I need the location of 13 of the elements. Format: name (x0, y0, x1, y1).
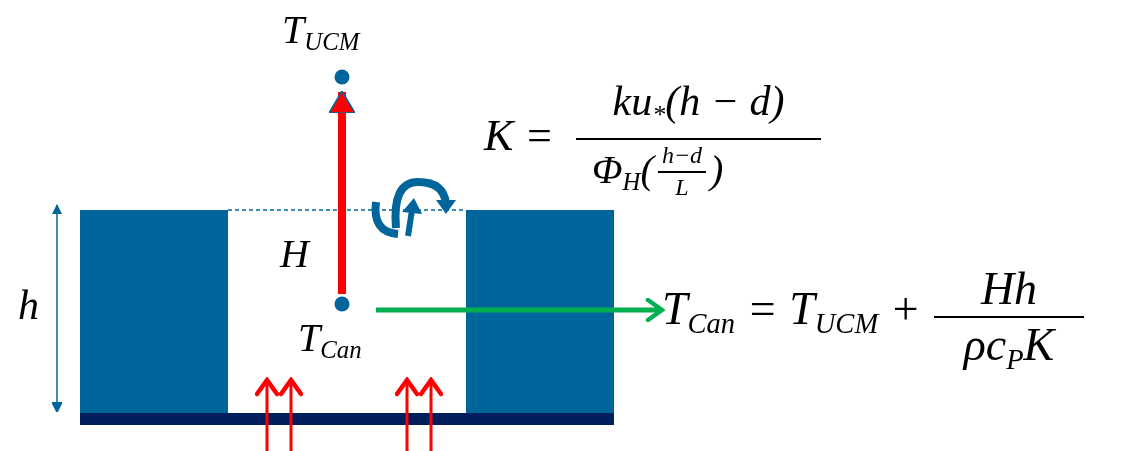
temperature-label: T$_{Can}$ (298, 316, 362, 364)
denominator-text: L (675, 174, 689, 201)
equation-text: T$_{Can}$ = T$_{UCM}$ + (662, 284, 921, 339)
numerator-text: h−d (661, 142, 703, 169)
equation-text: K = (484, 112, 555, 161)
denominator-text: ) (710, 148, 724, 192)
denominator-text: Φ$_{H}$( (592, 148, 654, 196)
arrow (376, 297, 665, 323)
dimension-label: h (18, 282, 39, 329)
temperature-label: T$_{UCM}$ (282, 8, 360, 56)
denominator-text: ρc$_{P}$K (963, 320, 1055, 375)
numerator-text: Hh (980, 264, 1038, 315)
numerator-text: ku$_{*}$(h − d) (612, 78, 785, 130)
